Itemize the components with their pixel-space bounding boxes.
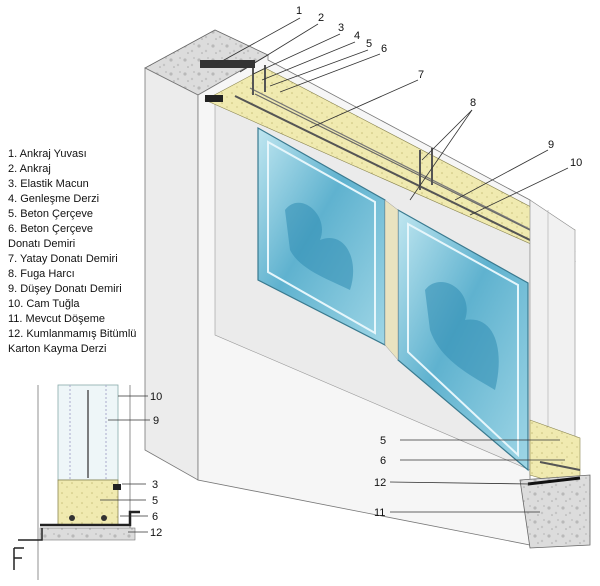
anchor-slot — [200, 60, 255, 68]
glass-block-2-reflection — [425, 281, 499, 390]
section-callout-5: 5 — [152, 495, 158, 507]
callout-right-11: 11 — [374, 507, 385, 519]
legend-item-6b: Donatı Demiri — [8, 238, 76, 250]
bottom-slab — [519, 474, 591, 549]
section-callout-9: 9 — [153, 415, 159, 427]
callout-right-6: 6 — [380, 455, 386, 467]
legend-item-1: 1. Ankraj Yuvası — [8, 148, 87, 160]
legend-item-6: 6. Beton Çerçeve — [8, 223, 93, 235]
glass-block-1-inner — [267, 140, 376, 335]
callout-8: 8 — [470, 97, 476, 109]
callout-6: 6 — [381, 43, 387, 55]
callout-9: 9 — [548, 139, 554, 151]
legend-item-11: 11. Mevcut Döşeme — [8, 313, 106, 325]
mortar-joint — [384, 199, 399, 361]
section-callout-6: 6 — [152, 511, 158, 523]
horizontal-rebar-top-2 — [249, 87, 576, 253]
legend-item-3: 3. Elastik Macun — [8, 178, 89, 190]
legend-item-4: 4. Genleşme Derzi — [8, 193, 100, 205]
section-detail — [13, 384, 150, 580]
section-callout-3: 3 — [152, 479, 158, 491]
callout-5: 5 — [366, 38, 372, 50]
leaders-top — [214, 17, 569, 216]
legend-item-5: 5. Beton Çerçeve — [8, 208, 93, 220]
horizontal-rebar-top — [234, 95, 576, 263]
legend-item-9: 9. Düşey Donatı Demiri — [8, 283, 122, 295]
legend-item-10: 10. Cam Tuğla — [8, 298, 80, 310]
callout-right-12: 12 — [374, 477, 386, 489]
legend-item-2: 2. Ankraj — [8, 163, 51, 175]
bottom-rebar — [539, 461, 581, 471]
callout-2: 2 — [318, 12, 324, 24]
legend-item-12b: Karton Kayma Derzi — [8, 343, 107, 355]
anchor-base — [205, 95, 223, 102]
glass-block-2-inner — [407, 222, 519, 458]
glass-block-1-reflection — [285, 202, 354, 290]
callout-3: 3 — [338, 22, 344, 34]
legend: 1. Ankraj Yuvası 2. Ankraj 3. Elastik Ma… — [8, 147, 198, 357]
legend-item-8: 8. Fuga Harcı — [8, 268, 75, 280]
callout-1: 1 — [296, 5, 302, 17]
leaders-right — [389, 439, 565, 513]
legend-item-7: 7. Yatay Donatı Demiri — [8, 253, 118, 265]
callout-10: 10 — [570, 157, 582, 169]
callout-right-5: 5 — [380, 435, 386, 447]
section-callout-12: 12 — [150, 527, 162, 539]
section-callout-10: 10 — [150, 391, 162, 403]
callout-4: 4 — [354, 30, 360, 42]
callout-7: 7 — [418, 69, 424, 81]
legend-item-12: 12. Kumlanmamış Bitümlü — [8, 328, 137, 340]
horizontal-rebar-top-3 — [254, 93, 561, 246]
bitumen-strip — [527, 476, 581, 486]
